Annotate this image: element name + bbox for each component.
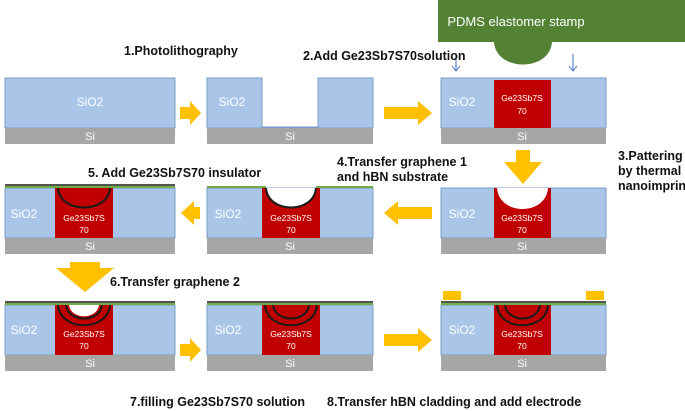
- down-arrow-icon: [451, 54, 461, 72]
- ge-sb-s-label-line-2: 70: [517, 106, 527, 116]
- sio2-label: SiO2: [215, 207, 242, 221]
- si-substrate: [441, 128, 606, 144]
- si-label: Si: [285, 241, 295, 253]
- panel-step-7: SiO2 Ge23Sb7S 70 Si: [206, 301, 374, 371]
- step-1-label: 1.Photolithography: [124, 44, 238, 58]
- ge-sb-s-label-line-1: Ge23Sb7S: [63, 213, 105, 223]
- panel-step-5: SiO2 Ge23Sb7S 70 Si: [4, 184, 176, 254]
- cavity: [266, 188, 316, 208]
- electrode-left: [443, 291, 461, 300]
- ge-sb-s-label-line-2: 70: [517, 225, 527, 235]
- step-3-line-3: nanoimprint: [618, 179, 685, 193]
- sio2-label: SiO2: [219, 95, 246, 109]
- si-substrate: [441, 238, 606, 254]
- si-label: Si: [285, 131, 295, 143]
- ge-sb-s-label-line-2: 70: [286, 341, 296, 351]
- cavity: [62, 188, 106, 203]
- pdms-stamp-label: PDMS elastomer stamp: [447, 14, 584, 29]
- right-arrow-icon: [180, 101, 201, 125]
- pdms-stamp-body: [438, 0, 685, 65]
- si-substrate: [5, 128, 175, 144]
- sio2-label: SiO2: [77, 95, 104, 109]
- right-arrow-icon: [180, 338, 201, 362]
- down-arrow-icon: [504, 150, 542, 184]
- panel-step-8: SiO2 Ge23Sb7S 70 Si: [440, 291, 607, 371]
- step-2-label: 2.Add Ge23Sb7S70solution: [303, 49, 466, 63]
- graphene-2-layer: [272, 304, 310, 320]
- si-label: Si: [285, 358, 295, 370]
- down-arrow-icon: [56, 262, 114, 292]
- sio2-label: SiO2: [215, 323, 242, 337]
- graphene-1-layer: [57, 187, 111, 209]
- step-4-line-2: and hBN substrate: [337, 170, 448, 184]
- ge-sb-s-label-line-1: Ge23Sb7S: [501, 93, 543, 103]
- si-label: Si: [517, 131, 527, 143]
- si-substrate: [441, 355, 606, 371]
- ge-sb-s-fill: [262, 305, 320, 355]
- step-7-label: 7.filling Ge23Sb7S70 solution: [130, 395, 305, 409]
- ge-sb-s-fill: [494, 305, 551, 355]
- sio2-label: SiO2: [449, 207, 476, 221]
- ge-sb-s-label-line-1: Ge23Sb7S: [270, 329, 312, 339]
- si-substrate: [207, 355, 373, 371]
- graphene-2-layer: [504, 304, 541, 320]
- si-label: Si: [517, 241, 527, 253]
- step-3-line-1: 3.Pattering: [618, 149, 683, 163]
- si-label: Si: [85, 358, 95, 370]
- electrode-right: [586, 291, 604, 300]
- ge-sb-s-label-line-2: 70: [286, 225, 296, 235]
- step-3-line-2: by thermal: [618, 164, 681, 178]
- graphene-1-layer: [496, 304, 549, 327]
- sio2-label: SiO2: [11, 207, 38, 221]
- graphene-1-layer: [57, 304, 111, 327]
- si-label: Si: [85, 131, 95, 143]
- step-5-label: 5. Add Ge23Sb7S70 insulator: [88, 166, 261, 180]
- pdms-stamp: PDMS elastomer stamp: [438, 0, 685, 72]
- down-arrow-icon: [568, 54, 578, 72]
- si-substrate: [5, 355, 175, 371]
- panel-step-1: SiO2 Si: [4, 77, 176, 144]
- ge-sb-s-label-line-1: Ge23Sb7S: [270, 213, 312, 223]
- ge-sb-s-label-line-1: Ge23Sb7S: [63, 329, 105, 339]
- step-4-line-1: 4.Transfer graphene 1: [337, 155, 467, 169]
- graphene-1-layer: [265, 187, 317, 209]
- sio2-layer: [4, 77, 176, 129]
- ge-sb-s-label-line-1: Ge23Sb7S: [501, 213, 543, 223]
- ge-sb-s-label-line-2: 70: [517, 341, 527, 351]
- ge-sb-s-fill: [494, 80, 551, 128]
- si-label: Si: [517, 358, 527, 370]
- step-6-label: 6.Transfer graphene 2: [110, 275, 240, 289]
- graphene-2-layer: [65, 304, 103, 320]
- sio2-label: SiO2: [449, 95, 476, 109]
- graphene-1-layer: [264, 304, 318, 327]
- step-3-label: 3.Pattering by thermal nanoimprint: [618, 149, 685, 193]
- si-substrate: [207, 238, 373, 254]
- ge-sb-s-label-line-2: 70: [79, 341, 89, 351]
- si-label: Si: [85, 241, 95, 253]
- right-arrow-icon: [384, 101, 432, 125]
- cavity: [497, 188, 548, 209]
- ge-sb-s-label-line-1: Ge23Sb7S: [501, 329, 543, 339]
- ge-sb-s-label-line-2: 70: [79, 225, 89, 235]
- si-substrate: [207, 128, 373, 144]
- right-arrow-icon: [384, 328, 432, 352]
- sio2-label: SiO2: [11, 323, 38, 337]
- si-substrate: [5, 238, 175, 254]
- panel-step-4: SiO2 Ge23Sb7S 70 Si: [206, 186, 374, 254]
- cavity: [69, 305, 99, 317]
- panel-step-6: SiO2 Ge23Sb7S 70 Si: [4, 301, 176, 371]
- left-arrow-icon: [181, 201, 200, 225]
- panel-step-2: SiO2 Si: [206, 77, 374, 144]
- panel-step-3-result: SiO2 Ge23Sb7S 70 Si: [440, 187, 607, 254]
- step-8-label: 8.Transfer hBN cladding and add electrod…: [327, 395, 581, 409]
- step-4-label: 4.Transfer graphene 1 and hBN substrate: [337, 155, 470, 184]
- left-arrow-icon: [384, 201, 432, 225]
- panel-step-3: SiO2 Ge23Sb7S 70 Si: [440, 77, 607, 144]
- sio2-label: SiO2: [449, 323, 476, 337]
